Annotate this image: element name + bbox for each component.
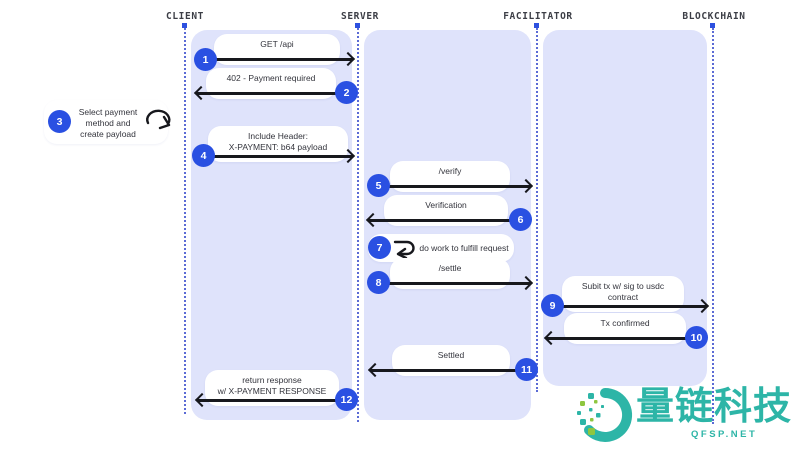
message-12-arrow (194, 393, 347, 408)
step-6-number: 6 (517, 213, 524, 226)
lifeline-server (357, 28, 359, 422)
message-5-arrow (379, 179, 534, 194)
actor-label-client: CLIENT (166, 11, 204, 22)
message-1-label: GET /api (260, 39, 294, 49)
step-5-number: 5 (375, 179, 382, 192)
self-arrow-icon (146, 109, 171, 130)
message-7-bubble: do work to fulfill request (368, 234, 514, 262)
message-9-label: Subit tx w/ sig to usdc contract (581, 281, 665, 302)
message-7-label: do work to fulfill request (419, 243, 509, 253)
actor-label-server: SERVER (341, 11, 379, 22)
step-12-number: 12 (340, 393, 353, 406)
watermark-site: QFSP.NET (691, 429, 758, 440)
message-4-label: Include Header: X-PAYMENT: b64 payload (228, 131, 328, 152)
step-7-badge: 7 (368, 236, 391, 259)
step-2-badge: 2 (335, 81, 358, 104)
message-2-label: 402 - Payment required (226, 73, 316, 83)
message-10-arrow (543, 331, 697, 346)
step-5-badge: 5 (367, 174, 390, 197)
step-4-number: 4 (200, 149, 207, 162)
step-8-number: 8 (375, 276, 382, 289)
step-9-number: 9 (549, 299, 556, 312)
step-3-number: 3 (56, 115, 63, 128)
lifeline-endcap (182, 23, 187, 28)
message-11-label: Settled (437, 350, 465, 360)
step-7-number: 7 (376, 241, 383, 254)
message-10-label: Tx confirmed (600, 318, 650, 328)
lifeline-endcap (710, 23, 715, 28)
message-5-label: /verify (438, 166, 462, 176)
step-1-number: 1 (202, 53, 209, 66)
step-11-number: 11 (520, 363, 533, 376)
message-12-label: return response w/ X-PAYMENT RESPONSE (217, 375, 327, 396)
message-6-arrow (365, 213, 521, 228)
step-4-badge: 4 (192, 144, 215, 167)
step-12-badge: 12 (335, 388, 358, 411)
lifeline-endcap (534, 23, 539, 28)
step-10-number: 10 (690, 331, 703, 344)
lifeline-blockchain (712, 28, 714, 424)
step-11-badge: 11 (515, 358, 538, 381)
watermark-brand: 量链科技 (636, 386, 793, 428)
step-6-badge: 6 (509, 208, 532, 231)
actor-label-facilitator: FACILITATOR (503, 11, 573, 22)
message-4-arrow (204, 149, 356, 164)
watermark-logo-icon (577, 387, 633, 442)
lifeline-endcap (355, 23, 360, 28)
message-2-arrow (193, 86, 347, 101)
actor-label-blockchain: BLOCKCHAIN (682, 11, 746, 22)
message-3-label: Select payment method and create payload (78, 107, 138, 139)
self-loop-icon (393, 240, 415, 260)
lifeline-facilitator (536, 28, 538, 392)
message-11-arrow (367, 363, 527, 378)
step-3-badge: 3 (48, 110, 71, 133)
message-8-label: /settle (438, 263, 462, 273)
message-6-label: Verification (425, 200, 467, 210)
step-1-badge: 1 (194, 48, 217, 71)
message-9-arrow (553, 299, 710, 314)
step-8-badge: 8 (367, 271, 390, 294)
message-1-arrow (206, 52, 356, 67)
lifeline-client (184, 28, 186, 414)
step-9-badge: 9 (541, 294, 564, 317)
step-2-number: 2 (343, 86, 350, 99)
message-8-arrow (379, 276, 534, 291)
step-10-badge: 10 (685, 326, 708, 349)
